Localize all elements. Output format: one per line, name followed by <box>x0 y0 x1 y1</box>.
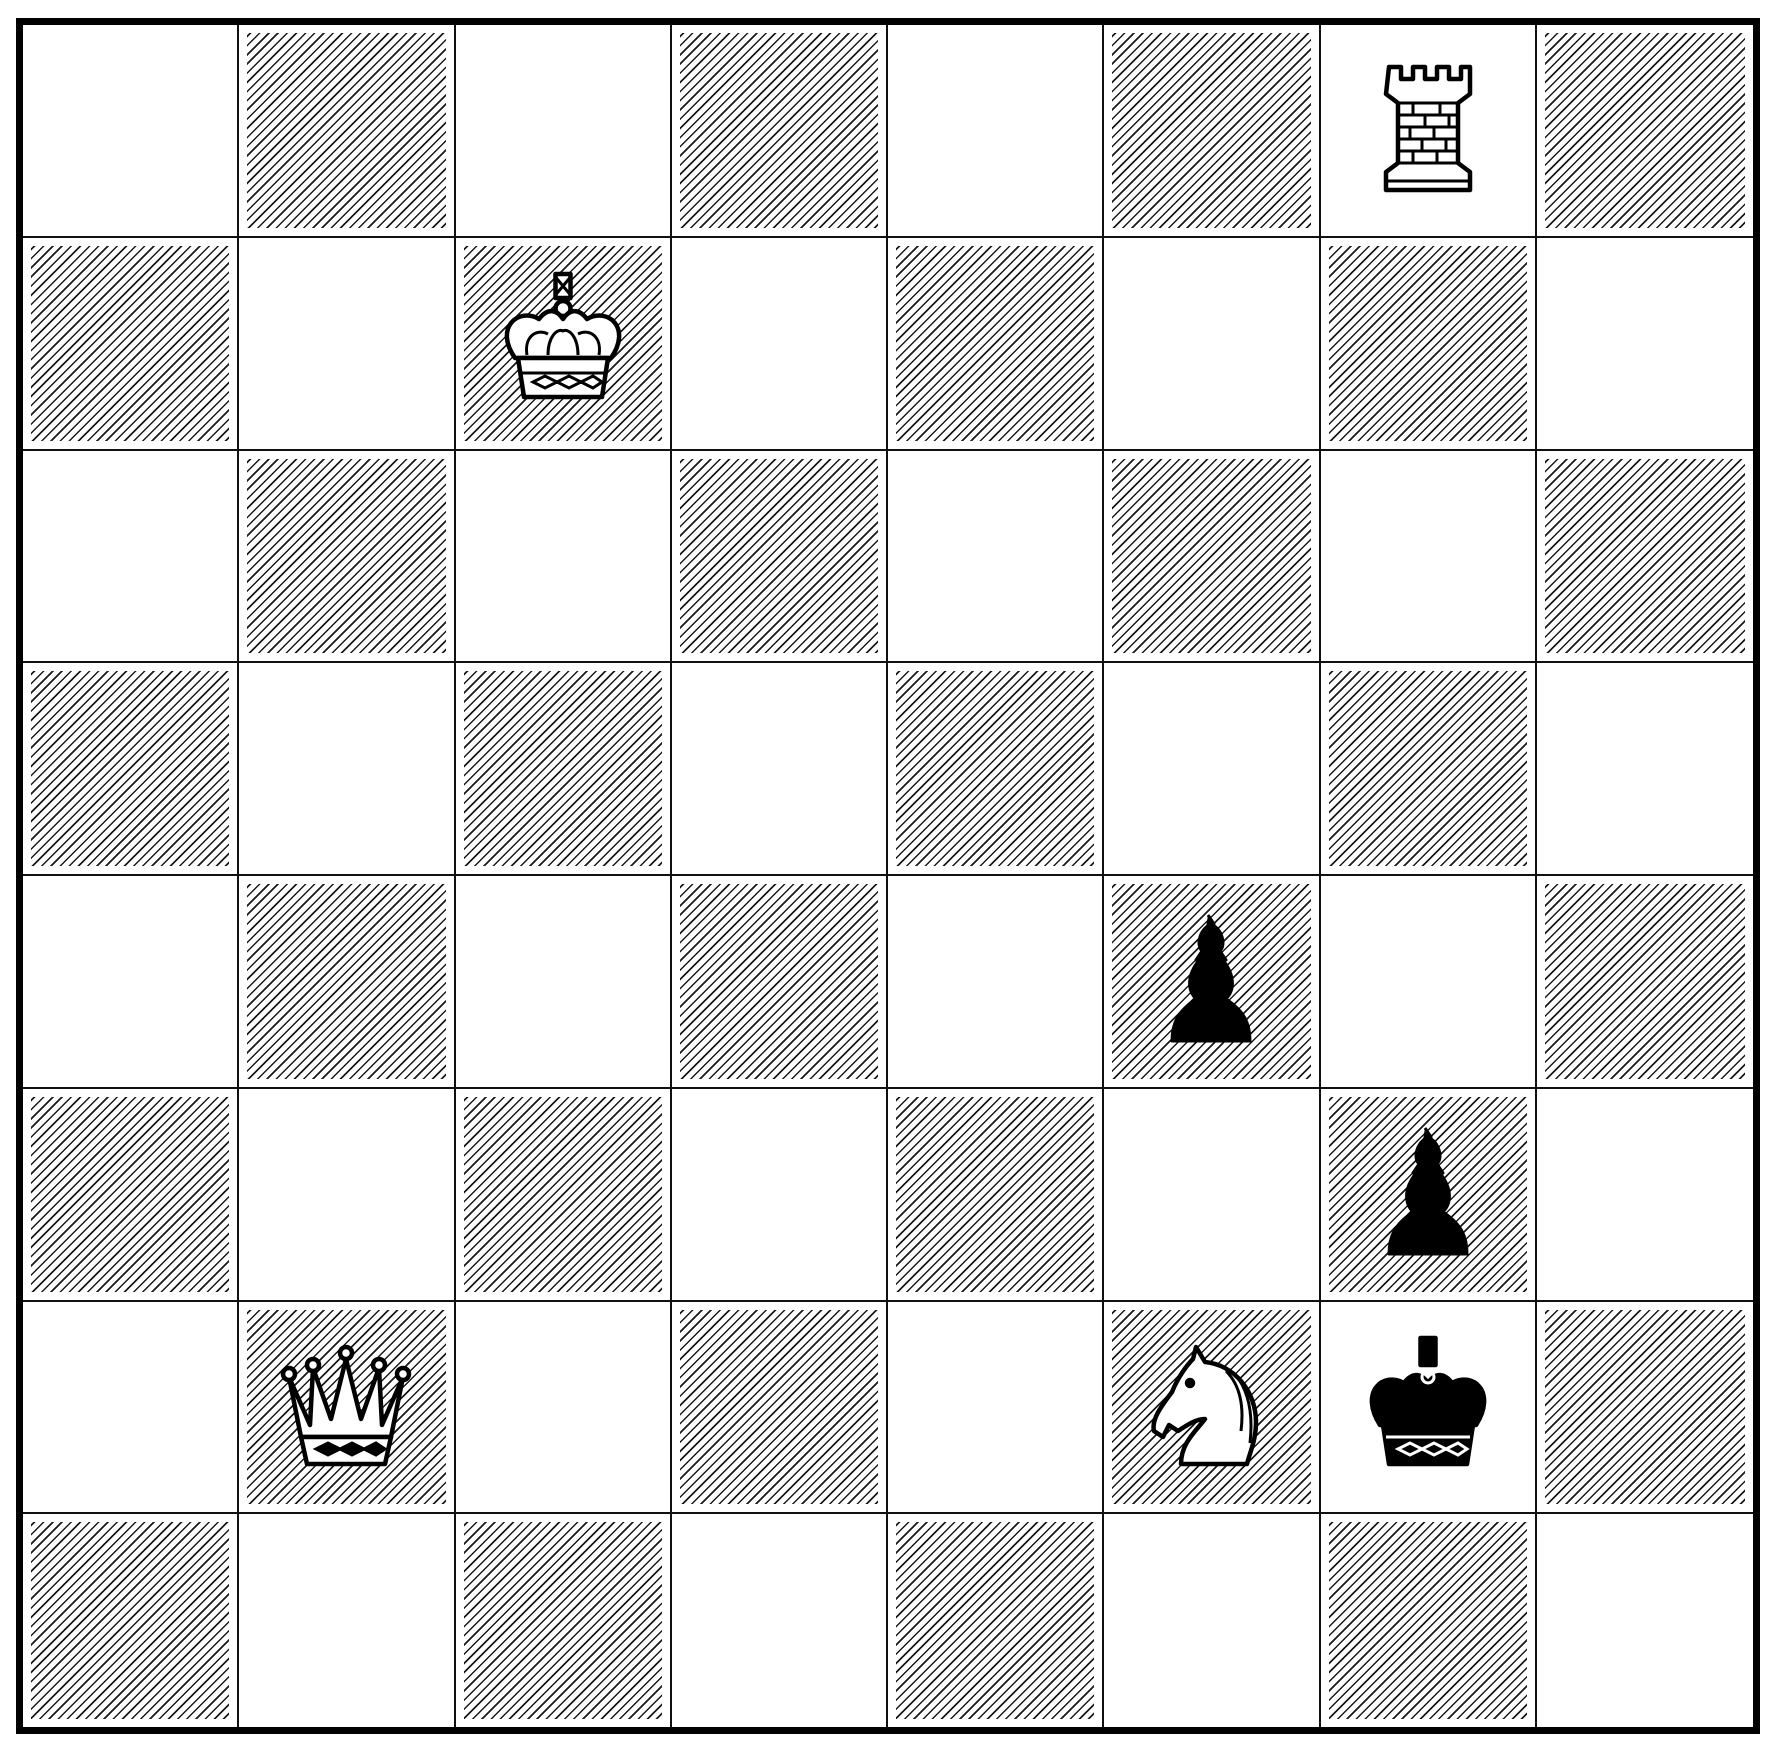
board-square[interactable] <box>239 25 456 238</box>
board-square[interactable] <box>23 876 240 1089</box>
black-pawn-icon[interactable] <box>1136 906 1286 1056</box>
board-square[interactable] <box>455 1301 672 1515</box>
board-square[interactable] <box>888 450 1105 664</box>
black-king-icon[interactable] <box>1353 1332 1503 1482</box>
board-square[interactable] <box>455 25 672 238</box>
board-square[interactable] <box>23 1088 240 1302</box>
board-square[interactable] <box>888 1088 1105 1302</box>
board-square[interactable] <box>671 237 888 451</box>
board-square[interactable] <box>239 450 456 664</box>
board-square[interactable] <box>23 1514 240 1727</box>
board-square[interactable] <box>1104 1301 1321 1515</box>
chess-board <box>23 25 1753 1727</box>
board-square[interactable] <box>888 1514 1105 1727</box>
board-square[interactable] <box>1320 1301 1537 1515</box>
board-square[interactable] <box>239 876 456 1089</box>
board-square[interactable] <box>239 663 456 876</box>
white-rook-icon[interactable] <box>1353 55 1503 205</box>
board-square[interactable] <box>239 237 456 451</box>
white-queen-icon[interactable] <box>271 1332 421 1482</box>
board-square[interactable] <box>1104 1514 1321 1727</box>
board-square[interactable] <box>1536 451 1753 664</box>
board-square[interactable] <box>239 1301 456 1515</box>
chess-board-frame <box>16 18 1760 1734</box>
board-square[interactable] <box>671 876 888 1089</box>
board-square[interactable] <box>455 876 672 1089</box>
board-square[interactable] <box>1104 25 1321 238</box>
board-square[interactable] <box>239 1514 456 1727</box>
board-square[interactable] <box>1104 237 1321 451</box>
board-square[interactable] <box>1320 450 1537 664</box>
board-square[interactable] <box>1104 450 1321 664</box>
white-knight-icon[interactable] <box>1136 1332 1286 1482</box>
board-square[interactable] <box>23 663 240 876</box>
board-square[interactable] <box>1536 237 1753 451</box>
board-square[interactable] <box>671 1088 888 1302</box>
board-square[interactable] <box>671 25 888 238</box>
board-square[interactable] <box>1536 1088 1753 1302</box>
board-square[interactable] <box>671 663 888 876</box>
board-square[interactable] <box>23 237 240 451</box>
board-square[interactable] <box>23 450 240 664</box>
board-square[interactable] <box>455 237 672 451</box>
board-square[interactable] <box>1320 237 1537 451</box>
board-square[interactable] <box>455 450 672 664</box>
board-square[interactable] <box>1536 663 1753 876</box>
white-king-icon[interactable] <box>488 268 638 418</box>
board-square[interactable] <box>1536 25 1753 238</box>
board-square[interactable] <box>1536 876 1753 1089</box>
board-square[interactable] <box>1321 1514 1537 1727</box>
black-pawn-icon[interactable] <box>1353 1119 1503 1269</box>
board-square[interactable] <box>1104 663 1321 876</box>
board-square[interactable] <box>1320 1088 1537 1302</box>
board-square[interactable] <box>888 237 1105 451</box>
board-square[interactable] <box>671 450 888 664</box>
board-square[interactable] <box>1320 663 1537 876</box>
board-square[interactable] <box>23 25 240 238</box>
board-square[interactable] <box>1536 1302 1753 1515</box>
board-square[interactable] <box>455 1088 672 1302</box>
board-square[interactable] <box>1320 25 1537 238</box>
board-square[interactable] <box>1320 876 1537 1089</box>
board-square[interactable] <box>888 1301 1105 1515</box>
board-square[interactable] <box>1536 1514 1753 1727</box>
board-square[interactable] <box>1104 876 1321 1089</box>
board-square[interactable] <box>888 876 1105 1089</box>
board-square[interactable] <box>456 1514 672 1727</box>
board-square[interactable] <box>455 663 672 876</box>
board-square[interactable] <box>1104 1088 1321 1302</box>
board-square[interactable] <box>671 1301 888 1515</box>
board-square[interactable] <box>888 663 1105 876</box>
board-square[interactable] <box>888 25 1105 238</box>
board-square[interactable] <box>239 1088 456 1302</box>
board-square[interactable] <box>23 1301 240 1515</box>
board-square[interactable] <box>671 1514 888 1727</box>
